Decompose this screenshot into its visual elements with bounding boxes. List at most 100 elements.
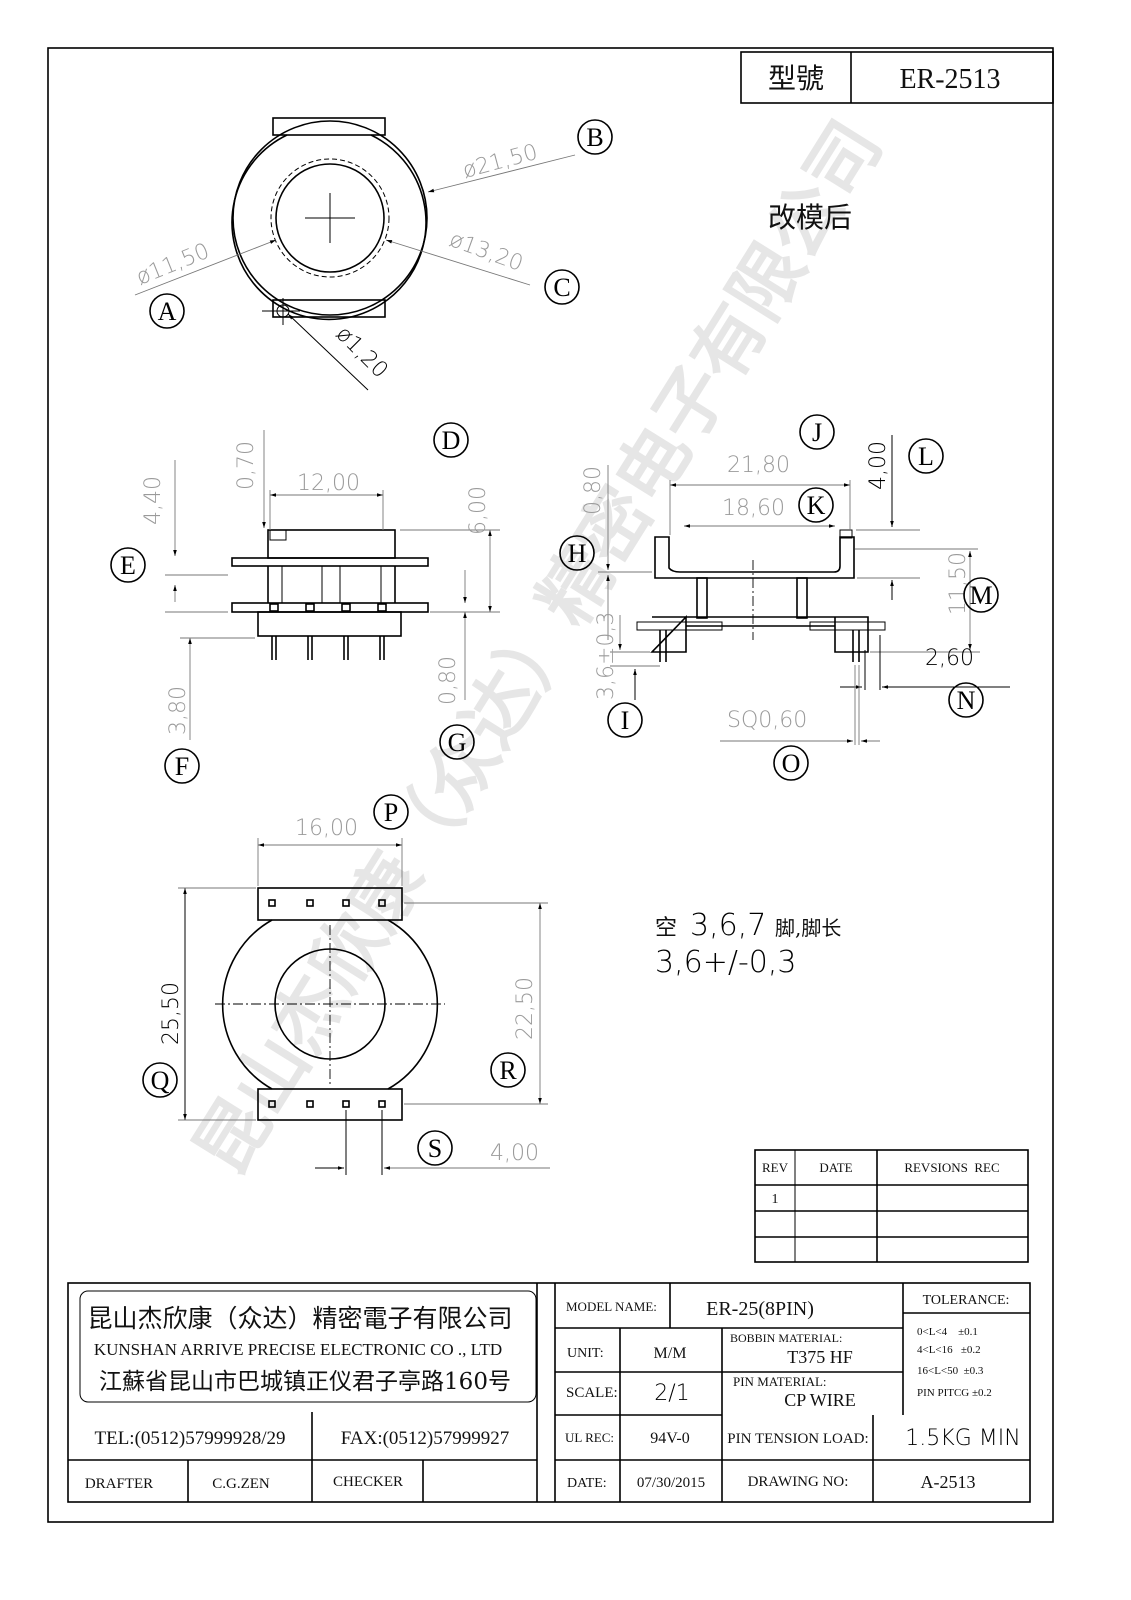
tolerance-0: 0<L<4 ±0.1 bbox=[917, 1326, 978, 1338]
pin-material-label: PIN MATERIAL: bbox=[733, 1374, 827, 1389]
pin-note-length: 3,6+/-0,3 bbox=[655, 945, 797, 980]
dim-side-w: 21,80 bbox=[727, 453, 790, 478]
callout-circle bbox=[142, 1062, 178, 1098]
callout-circle bbox=[373, 794, 409, 830]
date-value: 07/30/2015 bbox=[637, 1475, 705, 1491]
tension-label: PIN TENSION LOAD: bbox=[727, 1431, 868, 1447]
company-name-cn: 昆山杰欣康（众达）精密電子有限公司 bbox=[87, 1304, 512, 1333]
part-number: ER-2513 bbox=[899, 64, 1000, 95]
bottom-view: 16,00 25,50 22,50 4,00 bbox=[159, 816, 550, 1175]
callout-label: I bbox=[621, 706, 630, 735]
callout-circle bbox=[799, 414, 835, 450]
dim-top-inner: ø11,50 bbox=[133, 239, 213, 291]
drawing-no: A-2513 bbox=[921, 1472, 976, 1492]
dim-bottom-inner-h: 22,50 bbox=[513, 977, 538, 1040]
callout-circle bbox=[798, 487, 834, 523]
callout-label: S bbox=[428, 1134, 442, 1163]
drawing-no-label: DRAWING NO: bbox=[748, 1474, 849, 1490]
tolerance-pin-pitch: PIN PITCG ±0.2 bbox=[917, 1387, 992, 1399]
dim-pin-sq: SQ0,60 bbox=[727, 708, 807, 733]
callout-circle bbox=[544, 269, 580, 305]
callout-circle bbox=[149, 293, 185, 329]
scale-value: 2/1 bbox=[654, 1381, 689, 1406]
dim-slot: 0,70 bbox=[234, 441, 259, 490]
dim-flange-t: 0,80 bbox=[436, 656, 461, 705]
model-name-label: MODEL NAME: bbox=[566, 1299, 657, 1314]
callout-label: Q bbox=[151, 1066, 170, 1095]
dim-top-outer: ø21,50 bbox=[460, 140, 540, 184]
revisions-header: REVSIONS REC bbox=[904, 1160, 999, 1175]
company-address: 江蘇省昆山市巴城镇正仪君子亭路160号 bbox=[99, 1369, 511, 1395]
callout-circle bbox=[773, 745, 809, 781]
callout-label: F bbox=[175, 752, 189, 781]
company-name-en: KUNSHAN ARRIVE PRECISE ELECTRONIC CO ., … bbox=[94, 1340, 502, 1359]
callout-label: D bbox=[442, 426, 461, 455]
ul-value: 94V-0 bbox=[650, 1430, 689, 1447]
callout-circle bbox=[908, 438, 944, 474]
scale-label: SCALE: bbox=[566, 1385, 618, 1401]
side-view-front: 0,70 12,00 4,40 6,00 3,80 0,80 bbox=[141, 430, 500, 740]
tension-value: 1.5KG MIN bbox=[905, 1426, 1020, 1451]
bobbin-material: T375 HF bbox=[787, 1347, 853, 1367]
sheet-border bbox=[47, 47, 1054, 1523]
fax: FAX:(0512)57999927 bbox=[341, 1428, 510, 1449]
dim-top-dashed: ø13,20 bbox=[446, 227, 526, 277]
top-view: ø21,50 ø11,50 ø13,20 ø1,20 bbox=[133, 117, 576, 391]
drafter-name: C.G.ZEN bbox=[212, 1476, 270, 1492]
tolerance-label: TOLERANCE: bbox=[923, 1293, 1010, 1308]
pin-material: CP WIRE bbox=[784, 1390, 856, 1410]
callout-label: M bbox=[969, 581, 992, 610]
pin-note-suffix: 脚,脚长 bbox=[775, 916, 841, 940]
dim-pin-len: 3,80 bbox=[166, 686, 191, 735]
tel: TEL:(0512)57999928/29 bbox=[94, 1428, 285, 1449]
revision-table: REV DATE REVSIONS REC 1 bbox=[754, 1149, 1029, 1263]
callout-circle bbox=[417, 1130, 453, 1166]
callout-circle bbox=[948, 682, 984, 718]
title-block: 昆山杰欣康（众达）精密電子有限公司 KUNSHAN ARRIVE PRECISE… bbox=[67, 1282, 1031, 1503]
callout-label: N bbox=[957, 686, 976, 715]
dim-side-inner: 18,60 bbox=[722, 496, 785, 521]
callout-circle bbox=[433, 422, 469, 458]
dim-pin-pitch: 2,60 bbox=[925, 646, 974, 671]
callout-label: L bbox=[918, 442, 934, 471]
dim-height6: 6,00 bbox=[466, 486, 491, 535]
callout-circle bbox=[164, 748, 200, 784]
callout-label: J bbox=[812, 418, 822, 447]
pin-note-pins: 3,6,7 bbox=[690, 908, 766, 943]
callout-circle bbox=[110, 547, 146, 583]
callout-circle bbox=[490, 1052, 526, 1088]
pin-note-prefix: 空 bbox=[655, 916, 677, 941]
callout-circle bbox=[559, 535, 595, 571]
callout-label: P bbox=[384, 798, 398, 827]
callout-label: R bbox=[499, 1056, 517, 1085]
tolerance-1: 4<L<16 ±0.2 bbox=[917, 1344, 981, 1356]
rev-value: 1 bbox=[772, 1192, 779, 1207]
dim-width12: 12,00 bbox=[297, 471, 360, 496]
callout-label: E bbox=[120, 551, 136, 580]
part-number-box: 型號 ER-2513 bbox=[740, 51, 1054, 104]
dim-side-pin: 4,00 bbox=[866, 441, 891, 490]
model-name: ER-25(8PIN) bbox=[706, 1298, 814, 1320]
dim-bottom-h: 25,50 bbox=[159, 982, 184, 1045]
watermark: 昆山杰欣康（众达）精密电子有限公司 bbox=[178, 106, 898, 1189]
callout-circle bbox=[607, 702, 643, 738]
dim-bottom-pitch: 4,00 bbox=[490, 1141, 539, 1166]
dim-pin-len-tol: 3,6±0,3 bbox=[594, 612, 619, 700]
callout-label: C bbox=[553, 273, 570, 302]
callout-label: A bbox=[158, 297, 177, 326]
drafter-label: DRAFTER bbox=[85, 1476, 153, 1492]
callout-circle bbox=[963, 577, 999, 613]
callout-circle bbox=[577, 119, 613, 155]
unit-value: M/M bbox=[654, 1345, 687, 1362]
callout-label: K bbox=[807, 491, 826, 520]
remold-note: 改模后 bbox=[768, 201, 852, 234]
dim-bottom-w: 16,00 bbox=[295, 816, 358, 841]
bobbin-material-label: BOBBIN MATERIAL: bbox=[730, 1331, 842, 1345]
dim-flange-h: 4,40 bbox=[141, 476, 166, 525]
date-header: DATE bbox=[819, 1160, 852, 1175]
type-label: 型號 bbox=[768, 62, 824, 95]
callout-label: H bbox=[568, 539, 587, 568]
